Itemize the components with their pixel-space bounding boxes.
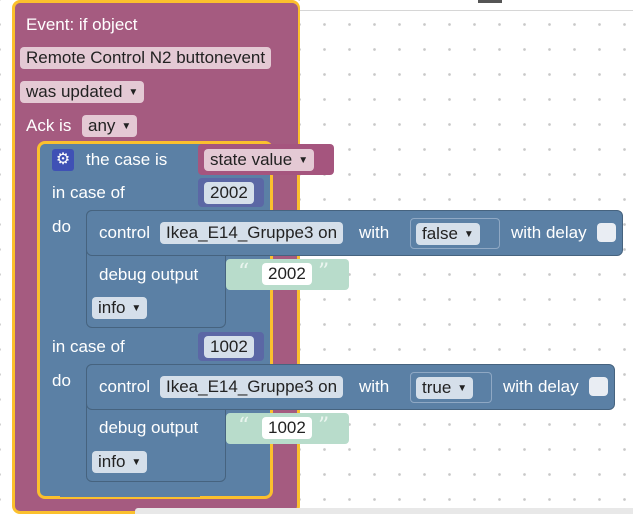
bool-dropdown-1[interactable]: false ▼ (416, 223, 480, 245)
delay-checkbox-1[interactable] (597, 223, 616, 242)
dropdown-arrow-icon: ▼ (298, 155, 309, 166)
number-value-2002[interactable]: 2002 (204, 182, 254, 204)
ack-label: Ack is (26, 116, 72, 135)
object-id-field[interactable]: Remote Control N2 buttonevent (20, 47, 272, 69)
do-label-1: do (52, 217, 71, 236)
delay-label-2: with delay (503, 377, 579, 396)
log-level-dropdown-1[interactable]: info ▼ (92, 297, 148, 319)
state-value-dropdown[interactable]: state value ▼ (204, 149, 315, 171)
log-level-2: info (98, 452, 126, 471)
horizontal-scrollbar[interactable] (135, 508, 633, 514)
quote-open-icon: “ (238, 414, 250, 439)
ack-value: any (88, 116, 116, 135)
with-label-1: with (359, 223, 390, 242)
dropdown-arrow-icon: ▼ (457, 383, 468, 394)
delay-label-1: with delay (511, 223, 587, 242)
delay-checkbox-2[interactable] (589, 377, 608, 396)
event-title: Event: if object (26, 15, 138, 34)
trigger-label: was updated (26, 82, 123, 101)
trigger-dropdown[interactable]: was updated ▼ (20, 81, 145, 103)
dropdown-arrow-icon: ▼ (131, 457, 142, 468)
bool-value-1: false (422, 224, 458, 243)
log-level-dropdown-2[interactable]: info ▼ (92, 451, 148, 473)
quote-close-icon: ” (318, 414, 330, 439)
dropdown-arrow-icon: ▼ (121, 121, 132, 132)
in-case-label-1: in case of (52, 183, 125, 202)
control-label-1: control (99, 223, 151, 242)
do-label-2: do (52, 371, 71, 390)
state-value-label: state value (210, 150, 293, 169)
quote-close-icon: ” (318, 260, 330, 285)
switch-footer (60, 484, 200, 497)
device-id-field-1[interactable]: Ikea_E14_Gruppe3 on (160, 222, 344, 244)
string-value-2002[interactable]: 2002 (262, 263, 312, 285)
in-case-label-2: in case of (52, 337, 125, 356)
log-level-1: info (98, 298, 126, 317)
dropdown-arrow-icon: ▼ (463, 229, 474, 240)
dropdown-arrow-icon: ▼ (131, 303, 142, 314)
number-value-1002[interactable]: 1002 (204, 336, 254, 358)
quote-open-icon: “ (238, 260, 250, 285)
switch-label: the case is (86, 150, 168, 169)
bool-dropdown-2[interactable]: true ▼ (416, 377, 474, 399)
device-id-field-2[interactable]: Ikea_E14_Gruppe3 on (160, 376, 344, 398)
gear-icon[interactable]: ⚙ (52, 149, 74, 171)
control-label-2: control (99, 377, 151, 396)
object-id-label: Remote Control N2 buttonevent (26, 48, 266, 67)
debug-label-2: debug output (99, 418, 199, 437)
debug-label-1: debug output (99, 265, 199, 284)
workspace-top-border (300, 0, 633, 11)
toolbar-handle[interactable] (478, 0, 502, 3)
dropdown-arrow-icon: ▼ (128, 87, 139, 98)
event-block-header[interactable] (15, 3, 298, 153)
bool-value-2: true (422, 378, 452, 397)
with-label-2: with (359, 377, 390, 396)
string-value-1002[interactable]: 1002 (262, 417, 312, 439)
ack-dropdown[interactable]: any ▼ (82, 115, 138, 137)
